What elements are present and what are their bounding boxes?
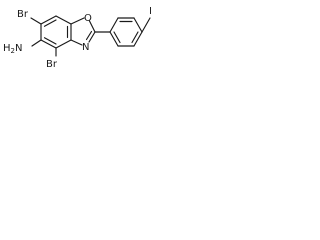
- bond-c4-c5: [40, 39, 57, 49]
- bond-c6-c7: [40, 15, 57, 25]
- atom-nh2: H2N: [3, 43, 22, 55]
- bond-p4-i: [141, 17, 151, 33]
- bond-c4-c5-double: [43, 37, 57, 45]
- bond-p4-p5: [133, 31, 143, 47]
- bond-n-c3a: [70, 39, 83, 46]
- atom-nh2-h: H: [3, 43, 11, 54]
- atom-nitrogen: N: [82, 42, 89, 53]
- iodophenyl-ring: [109, 17, 143, 47]
- bond-c2-n-double: [85, 30, 93, 41]
- bond-p6-p1: [109, 31, 119, 47]
- atom-br-top: Br: [17, 9, 29, 20]
- fused-benzene-ring: [40, 15, 72, 49]
- bond-c6-br: [30, 17, 42, 25]
- structure-diagram: Br H2N Br O N I: [3, 6, 152, 70]
- atom-nh2-subscript: 2: [11, 47, 15, 55]
- bond-o-c2: [88, 20, 96, 33]
- bond-c3a-c4: [55, 39, 72, 49]
- bond-p1-p2: [109, 17, 119, 33]
- bond-p3-p4: [133, 17, 143, 33]
- bond-c5-nh2: [31, 39, 42, 47]
- bond-c2-n: [88, 31, 96, 43]
- bond-c7-c7a: [55, 15, 72, 25]
- atom-nh2-n: N: [15, 43, 22, 54]
- atom-br-bottom: Br: [46, 59, 58, 70]
- bond-p4-p5-double: [131, 31, 139, 44]
- bond-p6-p1-double: [113, 31, 121, 44]
- atom-iodine: I: [149, 6, 152, 17]
- bond-c7a-o: [70, 17, 85, 25]
- atom-oxygen: O: [84, 13, 92, 24]
- oxazole-ring: [70, 17, 96, 46]
- bond-c6-c7-double: [43, 19, 57, 27]
